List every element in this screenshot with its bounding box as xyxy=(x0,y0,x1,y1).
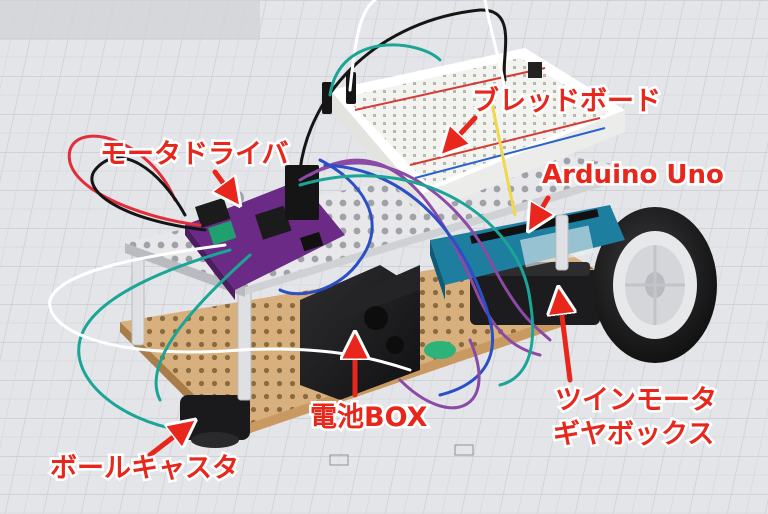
label-twin-motor-line2: ギヤボックス xyxy=(550,418,716,452)
jumper-wires xyxy=(48,0,552,432)
label-breadboard: ブレッドボード xyxy=(470,85,664,119)
label-battery-box: 電池BOX xyxy=(307,401,429,435)
label-ball-caster: ボールキャスタ xyxy=(48,452,242,486)
label-motor-driver: モータドライバ xyxy=(97,138,290,172)
label-arduino: Arduino Uno xyxy=(540,159,727,192)
breadboard xyxy=(330,48,625,215)
standoffs xyxy=(131,214,569,401)
mat-ruler-marks xyxy=(329,444,474,466)
wheel xyxy=(593,207,717,363)
label-twin-motor-line1: ツインモータ xyxy=(553,384,720,418)
